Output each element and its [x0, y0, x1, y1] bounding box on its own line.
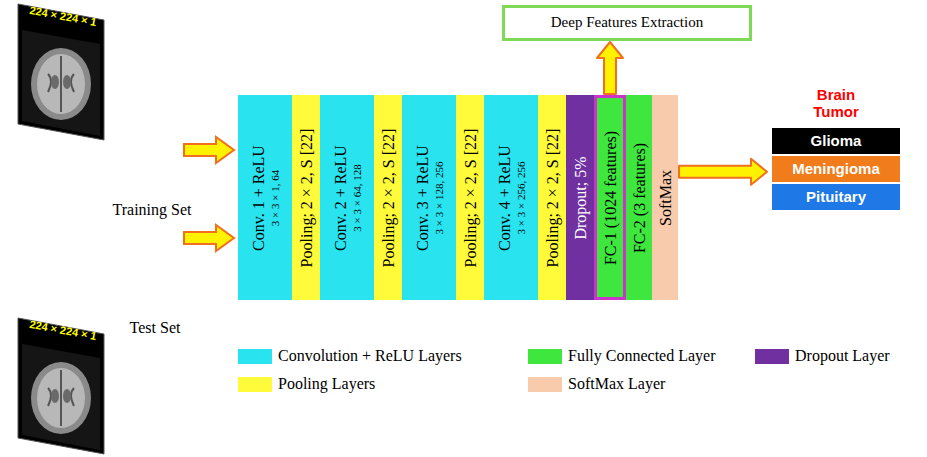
pooling-layer: Pooling; 2 × 2, S [22] — [374, 95, 402, 300]
layer-dims: 3 × 3 × 64, 128 — [350, 164, 363, 231]
rotated-text-holder: Conv. 4 + ReLU3 × 3 × 256, 256 — [484, 95, 538, 300]
layer-name: Pooling; 2 × 2, S [22] — [379, 128, 397, 267]
brain-tissue — [37, 54, 85, 114]
slice-ground — [22, 344, 100, 450]
layer-name: Meningioma — [792, 160, 880, 177]
legend-item: SoftMax Layer — [528, 374, 665, 394]
layer-name: Conv. 3 + ReLU — [413, 145, 431, 251]
layer-name: Conv. 2 + ReLU — [331, 145, 349, 251]
flow-arrow — [679, 159, 767, 185]
rotated-text-holder: Pooling; 2 × 2, S [22] — [538, 95, 566, 300]
layer-name: Pooling; 2 × 2, S [22] — [297, 128, 315, 267]
slice-frame — [18, 318, 104, 454]
layer-name: Deep Features Extraction — [551, 14, 703, 31]
rotated-text-holder: Pooling; 2 × 2, S [22] — [292, 95, 320, 300]
legend-text: SoftMax Layer — [568, 375, 665, 393]
layer-name: Dropout; 5% — [571, 156, 589, 239]
legend-text: Dropout Layer — [795, 347, 890, 365]
pooling-layer: Pooling; 2 × 2, S [22] — [292, 95, 320, 300]
layer-dims: 3 × 3 × 1, 64 — [268, 169, 281, 225]
heading-holder: Brain Tumor — [796, 86, 876, 121]
pooling-layer: Pooling; 2 × 2, S [22] — [456, 95, 484, 300]
slice-frame — [18, 4, 104, 140]
class-box: Pituitary — [772, 184, 900, 210]
rotated-text-holder: SoftMax — [652, 95, 678, 300]
layer-name: Pooling; 2 × 2, S [22] — [461, 128, 479, 267]
rotated-text-holder: Conv. 2 + ReLU3 × 3 × 64, 128 — [320, 95, 374, 300]
layer-dims: 3 × 3 × 256, 256 — [514, 161, 527, 234]
fc-layer: FC-1 (1024 features) — [594, 95, 626, 300]
legend-item: Fully Connected Layer — [528, 346, 716, 366]
class-box: Glioma — [772, 128, 900, 154]
layer-name: SoftMax — [656, 170, 674, 226]
set-label: Test Set — [120, 318, 190, 337]
brain-detail — [48, 370, 74, 426]
conv-layer: Conv. 1 + ReLU3 × 3 × 1, 64 — [238, 95, 292, 300]
rotated-text-holder: FC-2 (3 features) — [626, 95, 652, 300]
layer-name: Glioma — [811, 132, 862, 149]
ventricle — [63, 389, 71, 403]
set-label: Training Set — [112, 200, 192, 219]
layer-name: Conv. 1 + ReLU — [249, 145, 267, 251]
legend-swatch — [238, 349, 272, 364]
slice-ground — [22, 30, 100, 136]
layer-name: FC-1 (1024 features) — [601, 130, 619, 264]
legend-item: Dropout Layer — [755, 346, 890, 366]
rotated-text-holder: Dropout; 5% — [566, 95, 594, 300]
ventricle — [51, 389, 59, 403]
layer-name: Conv. 4 + ReLU — [495, 145, 513, 251]
layer-name: Pooling; 2 × 2, S [22] — [543, 128, 561, 267]
class-group: Brain TumorGliomaMeningiomaPituitary — [768, 80, 904, 212]
rotated-text-holder: Conv. 1 + ReLU3 × 3 × 1, 64 — [238, 95, 292, 300]
conv-layer: Conv. 2 + ReLU3 × 3 × 64, 128 — [320, 95, 374, 300]
conv-layer: Conv. 4 + ReLU3 × 3 × 256, 256 — [484, 95, 538, 300]
feature-box: Deep Features Extraction — [502, 5, 752, 41]
brain-tissue — [37, 368, 85, 428]
layer-name: FC-2 (3 features) — [630, 142, 648, 252]
dropout-layer: Dropout; 5% — [566, 95, 594, 300]
brain-outline — [31, 362, 91, 434]
pooling-layer: Pooling; 2 × 2, S [22] — [538, 95, 566, 300]
input-arrow — [184, 137, 234, 163]
rotated-text-holder: Pooling; 2 × 2, S [22] — [374, 95, 402, 300]
mri-slice — [18, 4, 104, 140]
legend-text: Pooling Layers — [278, 375, 375, 393]
brain-outline — [31, 48, 91, 120]
ventricle — [63, 75, 71, 89]
ventricle — [51, 75, 59, 89]
legend-swatch — [238, 377, 272, 392]
layer-dims: 3 × 3 × 128, 256 — [432, 161, 445, 234]
brain-detail — [48, 56, 74, 112]
legend-item: Pooling Layers — [238, 374, 375, 394]
legend-text: Fully Connected Layer — [568, 347, 716, 365]
input-arrow — [184, 225, 234, 251]
class-heading: Brain Tumor — [796, 86, 876, 121]
softmax-layer: SoftMax — [652, 95, 678, 300]
layer-name: Pituitary — [806, 188, 866, 205]
class-box: Meningioma — [772, 156, 900, 182]
legend-swatch — [528, 349, 562, 364]
rotated-text-holder: Conv. 3 + ReLU3 × 3 × 128, 256 — [402, 95, 456, 300]
rotated-text-holder: Pooling; 2 × 2, S [22] — [456, 95, 484, 300]
fc-layer: FC-2 (3 features) — [626, 95, 652, 300]
flow-arrow — [597, 42, 623, 94]
mri-slice — [18, 318, 104, 454]
rotated-text-holder: FC-1 (1024 features) — [594, 95, 626, 300]
legend-swatch — [755, 349, 789, 364]
conv-layer: Conv. 3 + ReLU3 × 3 × 128, 256 — [402, 95, 456, 300]
legend-text: Convolution + ReLU Layers — [278, 347, 462, 365]
legend-swatch — [528, 377, 562, 392]
legend-item: Convolution + ReLU Layers — [238, 346, 462, 366]
